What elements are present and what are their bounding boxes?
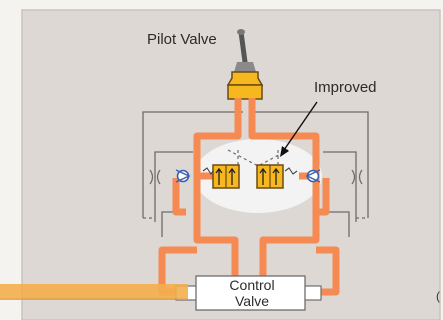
orifice-icon	[149, 169, 363, 185]
right-sequence-valve	[256, 164, 298, 189]
pilot-lines	[142, 111, 369, 237]
left-sequence-valve	[202, 164, 240, 189]
control-valve-label-line2: Valve	[235, 293, 269, 309]
control-valve-label-line1: Control	[229, 277, 274, 293]
pilot-valve-label: Pilot Valve	[147, 31, 217, 48]
toggle-lever-icon	[226, 29, 264, 100]
control-valve	[175, 275, 322, 311]
improved-label: Improved	[314, 79, 377, 96]
arrow-icon	[280, 101, 318, 157]
edge-glyph: (	[436, 289, 440, 303]
accent-bar-shadow	[0, 298, 188, 300]
check-valve-icon	[175, 169, 321, 183]
accent-bar	[0, 284, 188, 298]
pilot-crossover	[227, 149, 289, 167]
hydraulic-lines	[158, 98, 340, 296]
